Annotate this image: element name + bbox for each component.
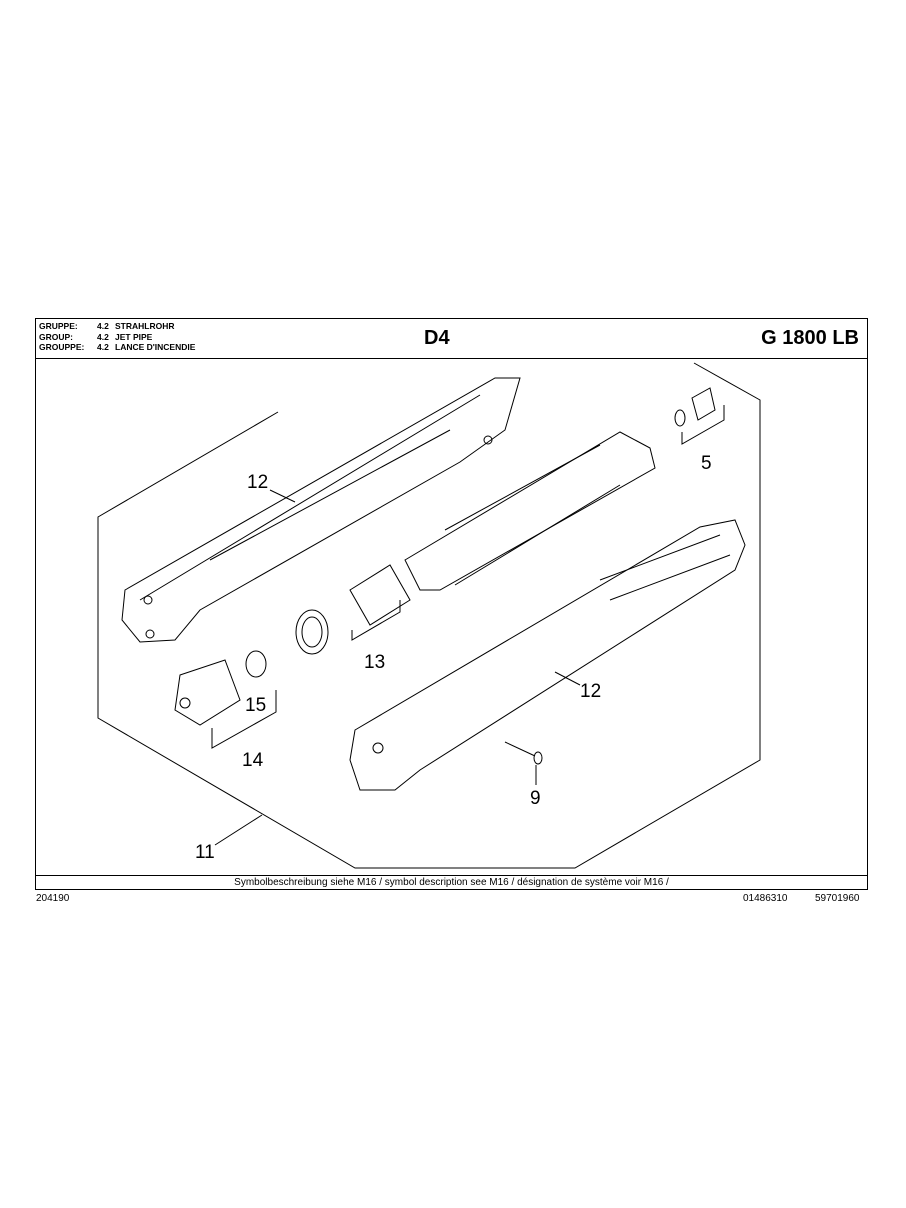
sheet-code: D4	[424, 327, 450, 349]
callout-12: 12	[580, 681, 602, 702]
nozzle-cap-part-14	[174, 659, 241, 726]
model-name: G 1800 LB	[761, 327, 859, 349]
callout-5: 5	[701, 453, 712, 474]
part-number: 01486310	[743, 893, 788, 904]
group-name: LANCE D'INCENDIE	[115, 342, 196, 352]
nozzle-part-5	[674, 387, 716, 427]
part-number: 59701960	[815, 893, 860, 904]
tube-part-13	[349, 431, 656, 626]
group-num: 4.2	[97, 331, 109, 342]
screw-part-9	[504, 741, 543, 785]
callout-11: 11	[195, 842, 215, 863]
coupling-part	[295, 609, 329, 655]
callout-13: 13	[364, 652, 386, 673]
handle-half-right-part-12	[349, 519, 746, 791]
handle-half-left-part-12	[121, 377, 521, 643]
callout-15: 15	[245, 695, 267, 716]
group-name: JET PIPE	[115, 331, 153, 342]
document-number: 204190	[36, 893, 70, 904]
group-num: 4.2	[97, 342, 109, 352]
group-key: GROUP:	[39, 331, 73, 342]
callout-9: 9	[530, 788, 541, 809]
group-name: STRAHLROHR	[115, 321, 175, 331]
callout-12: 12	[247, 472, 269, 493]
group-key: GROUPPE:	[39, 342, 85, 352]
bracket-5	[681, 405, 725, 445]
group-key: GRUPPE:	[39, 321, 78, 331]
leader-line	[214, 814, 263, 846]
callout-14: 14	[242, 750, 264, 771]
bracket-14	[211, 690, 277, 749]
symbol-note: Symbolbeschreibung siehe M16 / symbol de…	[36, 875, 867, 889]
o-ring-part-15	[245, 650, 267, 678]
leader-line	[554, 671, 581, 686]
bracket-13	[351, 600, 401, 641]
leader-line	[269, 489, 296, 503]
group-num: 4.2	[97, 321, 109, 331]
assembly-outline-11	[97, 362, 761, 869]
